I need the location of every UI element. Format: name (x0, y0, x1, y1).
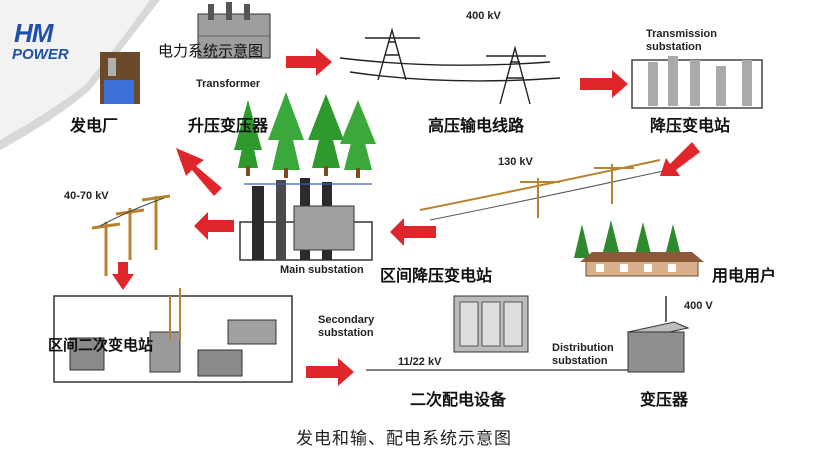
logo-text-hm: HM (14, 18, 53, 48)
switchgear-cabinet-icon (453, 295, 529, 353)
arrow-left-icon (390, 218, 436, 246)
transmission-substation-icon (631, 56, 763, 109)
label-power-plant: 发电厂 (70, 116, 119, 135)
title-overlay: 电力系统示意图 (158, 42, 264, 60)
figure-caption: 发电和输、配电系统示意图 (296, 429, 512, 449)
label-secondary-substation-en-1: Secondary (318, 314, 375, 326)
arrow-right-icon (580, 70, 628, 98)
label-voltage-11-22kv: 11/22 kV (398, 356, 442, 368)
label-voltage-40-70kv: 40-70 kV (64, 190, 109, 202)
label-voltage-400kv: 400 kV (466, 10, 501, 22)
label-main-substation-en: Main substation (280, 264, 364, 276)
arrow-down-icon (112, 262, 134, 290)
label-transmission-substation-en-2: substation (646, 41, 702, 53)
consumer-houses-icon (574, 220, 704, 277)
arrow-left-icon (194, 212, 234, 240)
label-consumer: 用电用户 (712, 266, 777, 285)
step-up-transformer-icon (197, 2, 271, 59)
label-hv-line: 高压输电线路 (428, 116, 525, 135)
label-regional-secondary-substation: 区间二次变电站 (48, 336, 154, 354)
arrow-up-left-icon (176, 148, 222, 196)
label-transformer-en: Transformer (196, 78, 261, 90)
label-step-up-transformer: 升压变压器 (188, 116, 269, 135)
arrow-right-icon (306, 358, 354, 386)
arrow-right-icon (286, 48, 332, 76)
secondary-substation-icon (53, 288, 293, 383)
label-distribution-transformer: 变压器 (640, 390, 689, 409)
label-secondary-substation-en-2: substation (318, 327, 374, 339)
label-voltage-400v: 400 V (684, 300, 713, 312)
main-substation-icon (239, 178, 373, 261)
label-voltage-130kv: 130 kV (498, 156, 533, 168)
label-distribution-substation-en-2: substation (552, 355, 608, 367)
label-step-down-station: 降压变电站 (650, 116, 731, 135)
distribution-poles-icon (91, 194, 171, 276)
arrow-down-left-icon (660, 142, 700, 176)
logo-text-power: POWER (12, 46, 69, 63)
label-transmission-substation-en-1: Transmission (646, 28, 717, 40)
distribution-transformer-icon (626, 296, 690, 373)
label-regional-step-down-station: 区间降压变电站 (380, 266, 493, 285)
mv-line-icon (419, 159, 669, 221)
flow-arrows (112, 48, 700, 386)
page-curl-graphic (0, 0, 160, 150)
hv-tower-icon (339, 27, 561, 105)
power-plant-icon (100, 52, 140, 104)
label-secondary-equipment: 二次配电设备 (410, 390, 507, 409)
forest-icon (234, 92, 376, 178)
label-distribution-substation-en-1: Distribution (552, 342, 614, 354)
